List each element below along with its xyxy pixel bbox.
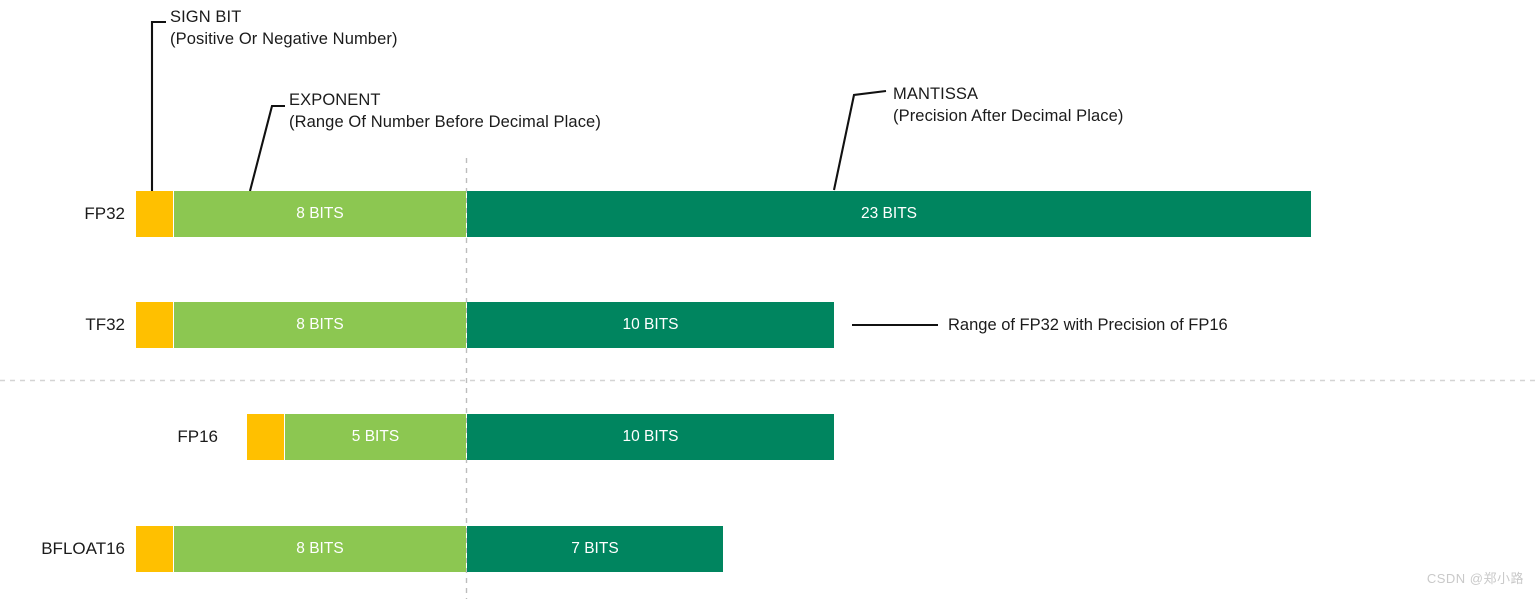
callout-sign-bit-subtitle: (Positive Or Negative Number) [170,30,398,48]
exponent-leader-line [248,104,285,192]
sign-bit-leader-line [150,20,166,191]
watermark-label: CSDN @郑小路 [1426,571,1524,586]
mantissa-leader-line [832,89,887,191]
segment-mantissa-fp16: 10 BITS [467,414,834,460]
callout-sign-bit: SIGN BIT (Positive Or Negative Number) [170,6,398,50]
segment-mantissa-fp32: 23 BITS [467,191,1311,237]
format-row-fp32: FP32 8 BITS 23 BITS [0,191,1536,237]
callout-mantissa: MANTISSA (Precision After Decimal Place) [893,83,1124,127]
row-label-fp32: FP32 [84,204,125,223]
segment-exponent-fp32: 8 BITS [174,191,466,237]
segment-exponent-tf32: 8 BITS [174,302,466,348]
callout-exponent: EXPONENT (Range Of Number Before Decimal… [289,89,601,133]
row-label-tf32: TF32 [85,315,125,334]
tf32-range-note: Range of FP32 with Precision of FP16 [948,316,1228,334]
segment-sign-tf32 [136,302,173,348]
callout-mantissa-title: MANTISSA [893,85,979,103]
row-label-bfloat16: BFLOAT16 [41,539,125,558]
segment-sign-bfloat16 [136,526,173,572]
segment-mantissa-bfloat16: 7 BITS [467,526,723,572]
callout-exponent-subtitle: (Range Of Number Before Decimal Place) [289,113,601,131]
format-row-bfloat16: BFLOAT16 8 BITS 7 BITS [0,526,1536,572]
segment-exponent-fp16: 5 BITS [285,414,466,460]
segment-exponent-bfloat16: 8 BITS [174,526,466,572]
format-row-fp16: FP16 5 BITS 10 BITS [0,414,1536,460]
callout-exponent-title: EXPONENT [289,91,381,109]
row-label-fp16: FP16 [177,427,218,446]
segment-mantissa-tf32: 10 BITS [467,302,834,348]
callout-mantissa-subtitle: (Precision After Decimal Place) [893,107,1124,125]
format-row-tf32: TF32 8 BITS 10 BITS [0,302,1536,348]
segment-sign-fp16 [247,414,284,460]
callout-sign-bit-title: SIGN BIT [170,8,242,26]
segment-sign-fp32 [136,191,173,237]
